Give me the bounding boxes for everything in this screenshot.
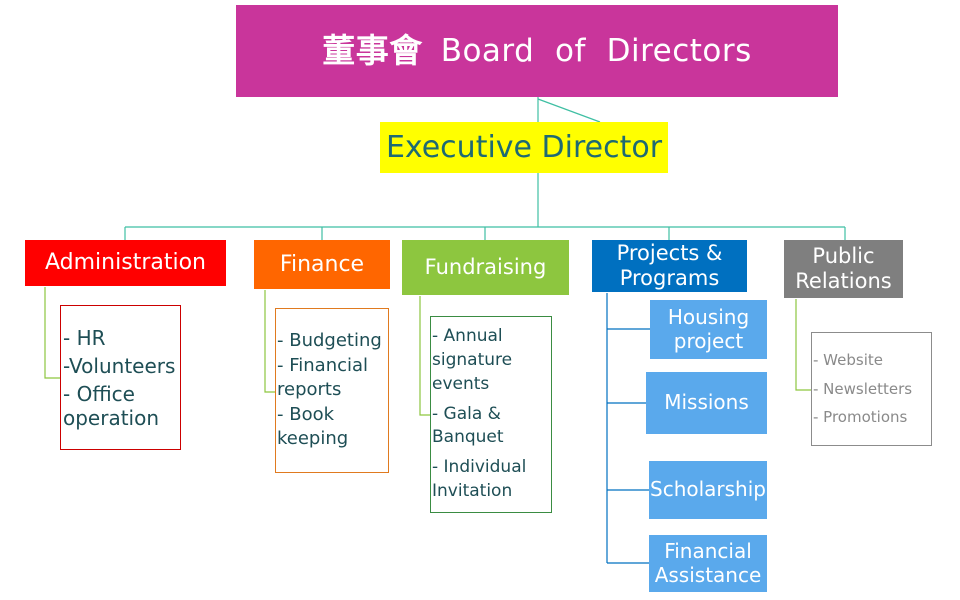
executive-director-label: Executive Director xyxy=(385,129,663,165)
list-item: signature xyxy=(432,350,513,370)
list-item: keeping xyxy=(277,428,349,450)
administration-duties-list: - HR -Volunteers - Office operation xyxy=(60,305,181,450)
executive-director-box: Executive Director xyxy=(380,122,668,173)
list-item: - Budgeting xyxy=(277,330,382,352)
list-item: operation xyxy=(63,405,160,430)
fundraising-box: Fundraising xyxy=(402,240,569,295)
list-item: - Book xyxy=(277,403,335,425)
pr-label-line1: Public xyxy=(812,244,875,269)
board-english-title: Board of Directors xyxy=(440,32,752,69)
projects-label-line1: Projects & xyxy=(616,241,723,266)
financial-line2: Assistance xyxy=(654,562,762,587)
financial-line1: Financial xyxy=(664,538,752,563)
list-item: - HR xyxy=(63,325,106,350)
list-item: events xyxy=(432,373,490,394)
housing-line2: project xyxy=(673,328,744,353)
fundraising-label: Fundraising xyxy=(424,255,547,280)
list-item: -Volunteers xyxy=(63,353,176,378)
housing-project-box: Housing project xyxy=(650,300,767,359)
public-relations-box: Public Relations xyxy=(784,240,903,298)
list-item: - Office xyxy=(63,381,135,406)
list-item: - Promotions xyxy=(813,408,908,427)
list-item: - Financial xyxy=(277,354,369,376)
finance-duties-list: - Budgeting - Financial reports - Book k… xyxy=(275,308,389,473)
pr-list-connector xyxy=(795,299,811,391)
public-relations-duties-list: - Website - Newsletters - Promotions xyxy=(811,332,932,446)
scholarship-box: Scholarship xyxy=(649,461,767,519)
list-item: - Newsletters xyxy=(813,379,913,398)
finance-box: Finance xyxy=(254,240,390,289)
financial-assistance-box: Financial Assistance xyxy=(649,535,767,592)
list-item: Banquet xyxy=(432,427,504,448)
projects-label-line2: Programs xyxy=(619,266,720,290)
fundraising-duties-list: - Annual signature events - Gala & Banqu… xyxy=(430,316,552,513)
list-item: reports xyxy=(277,379,342,401)
board-chinese-title: 董事會 xyxy=(322,30,423,70)
administration-label: Administration xyxy=(45,250,206,276)
scholarship-label: Scholarship xyxy=(650,477,766,502)
housing-line1: Housing xyxy=(667,304,750,329)
finance-list-connector xyxy=(264,290,275,393)
missions-label: Missions xyxy=(664,390,749,415)
list-item: Invitation xyxy=(432,480,513,501)
administration-box: Administration xyxy=(25,240,226,286)
finance-label: Finance xyxy=(279,251,365,277)
list-item: - Website xyxy=(813,351,883,370)
projects-programs-box: Projects & Programs xyxy=(592,240,747,292)
board-exec-diagonal xyxy=(537,98,601,123)
board-of-directors-box: 董事會 Board of Directors xyxy=(236,5,838,97)
list-item: - Annual xyxy=(432,326,503,347)
missions-box: Missions xyxy=(646,372,767,434)
pr-label-line2: Relations xyxy=(795,269,892,293)
list-item: - Individual xyxy=(432,457,527,478)
list-item: - Gala & xyxy=(432,403,501,424)
admin-list-connector xyxy=(44,287,60,379)
fund-list-connector xyxy=(419,296,430,416)
